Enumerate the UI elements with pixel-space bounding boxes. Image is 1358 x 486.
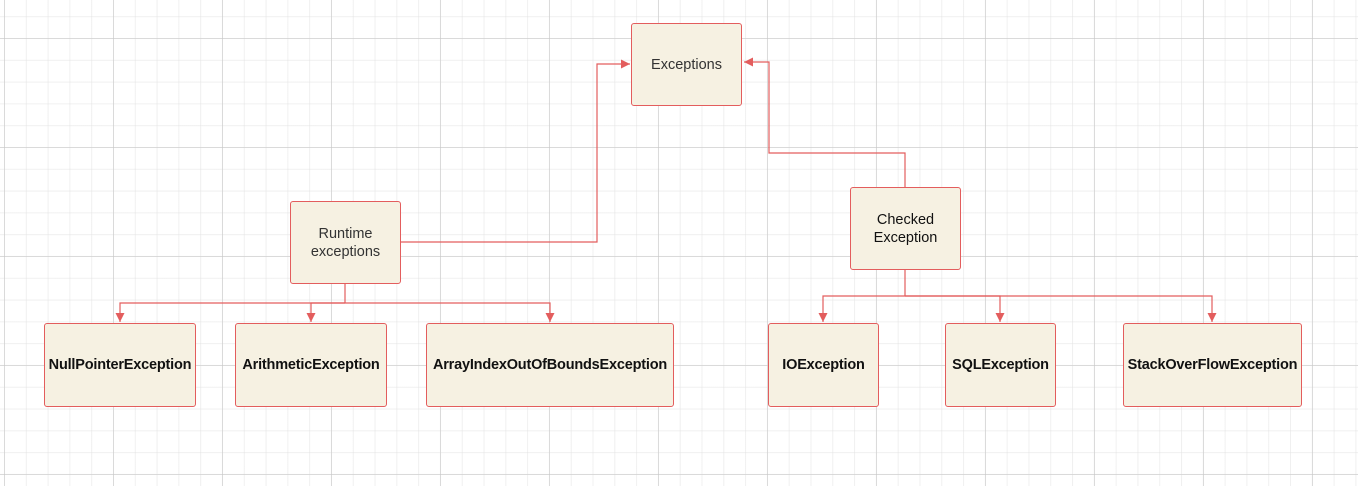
connector-runtime-to-exceptions [400,59,630,243]
node-nullpointerexception-label: NullPointerException [48,357,192,373]
node-checked-exception-text: Checked Exception [874,211,938,247]
node-ioexception-label: IOException [782,357,865,373]
node-arrayindexoutofboundsexception-label: ArrayIndexOutOfBoundsException [432,357,668,373]
node-stackoverflowexception[interactable]: StackOverFlowException [1123,323,1302,407]
node-arithmeticexception-label: ArithmeticException [242,357,380,373]
node-arrayindexoutofboundsexception[interactable]: ArrayIndexOutOfBoundsException [426,323,674,407]
node-runtime-exceptions-text: Runtime exceptions [311,225,380,261]
node-checked-exception[interactable]: Checked Exception [850,187,961,270]
connector-checked-to-sql [905,295,1005,322]
connector-checked-to-exceptions [744,57,906,187]
node-nullpointerexception[interactable]: NullPointerException [44,323,196,407]
node-checked-line2: Exception [873,229,938,246]
node-exceptions[interactable]: Exceptions [631,23,742,106]
node-stackoverflowexception-label: StackOverFlowException [1127,357,1298,373]
node-runtime-line1: Runtime [318,225,373,242]
connector-runtime-to-arithmetic [306,302,345,322]
node-sqlexception[interactable]: SQLException [945,323,1056,407]
node-runtime-exceptions[interactable]: Runtime exceptions [290,201,401,284]
node-checked-line1: Checked [876,211,935,228]
connector-runtime-to-nullpointer [115,302,345,322]
node-sqlexception-label: SQLException [952,357,1049,373]
connector-checked-to-stackoverflow [905,295,1217,322]
node-ioexception[interactable]: IOException [768,323,879,407]
connector-checked-to-io [818,295,905,322]
node-arithmeticexception[interactable]: ArithmeticException [235,323,387,407]
node-runtime-line2: exceptions [310,243,381,260]
connector-runtime-to-arrayindex [345,302,555,322]
node-exceptions-label: Exceptions [651,56,722,73]
